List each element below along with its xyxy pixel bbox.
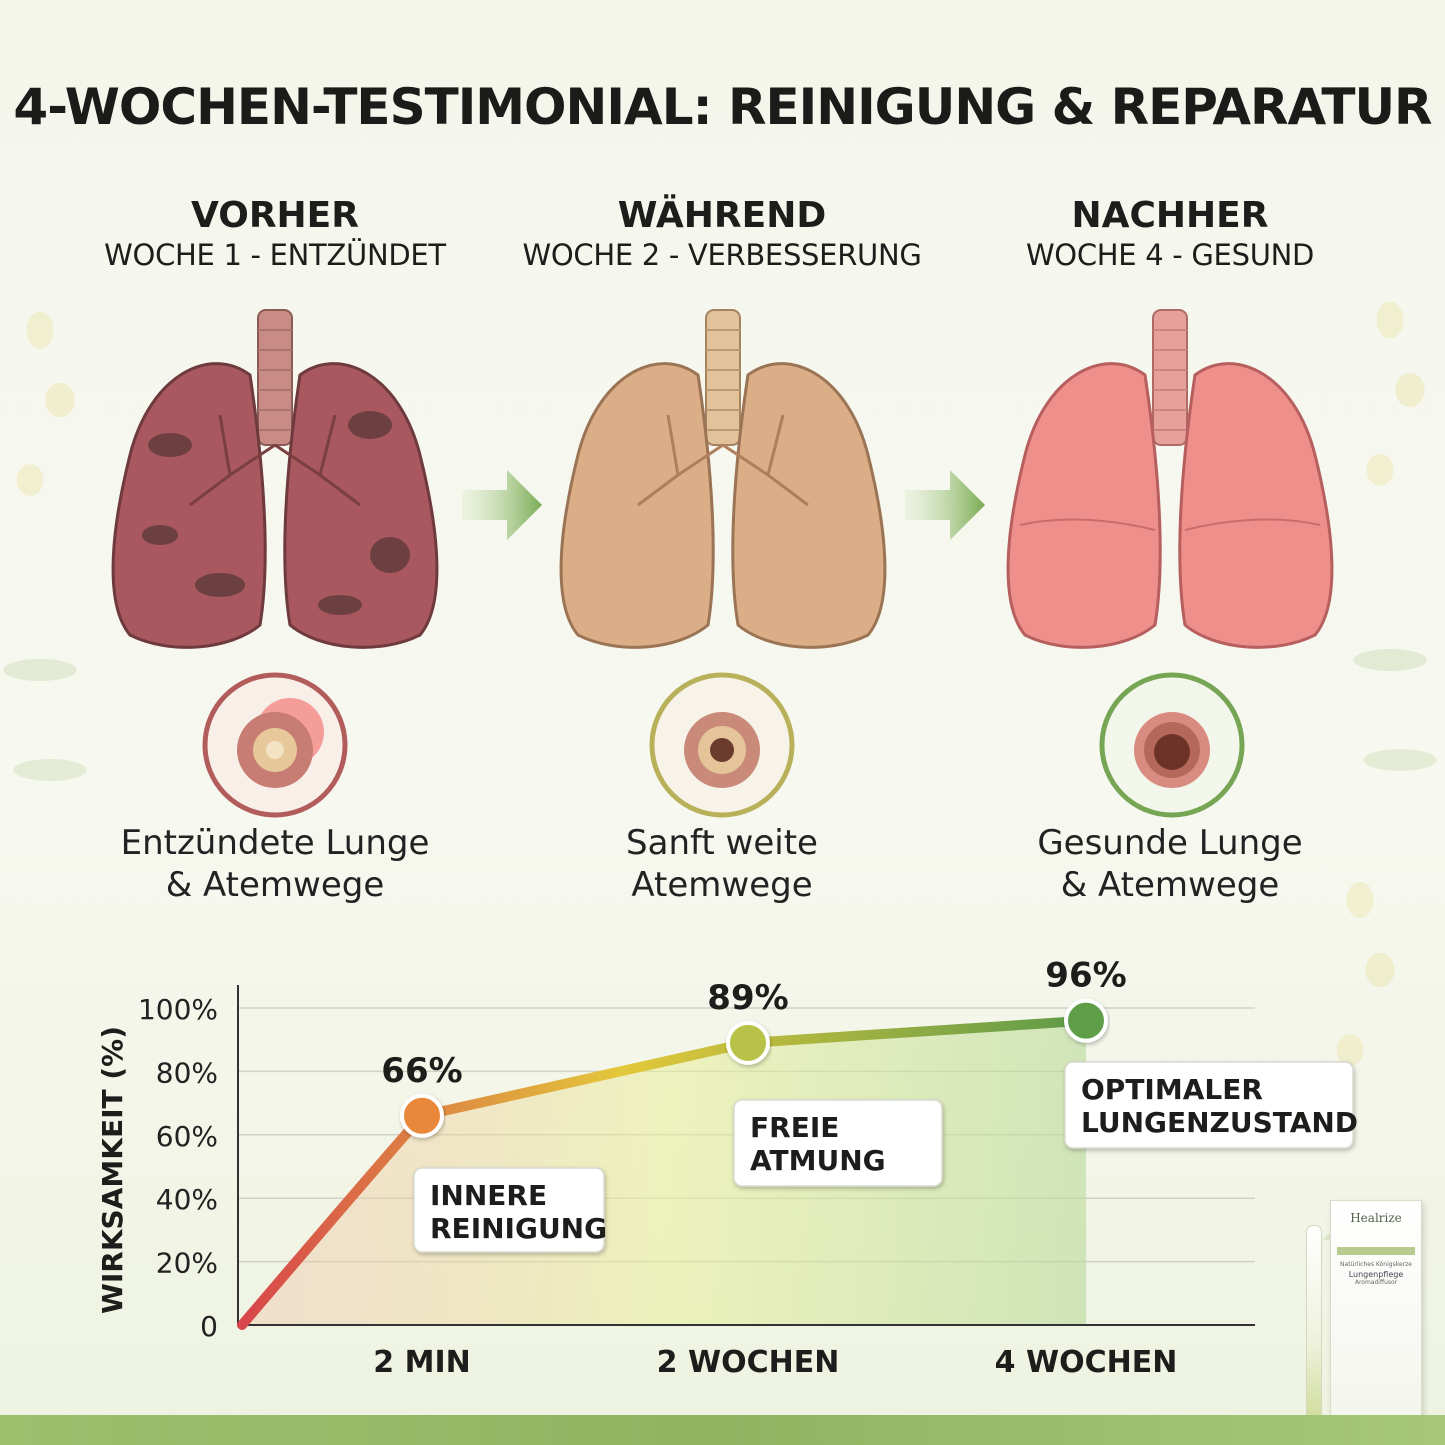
stage-subheading: WOCHE 4 - GESUND [1025, 238, 1315, 272]
x-tick-label: 2 MIN [373, 1345, 470, 1380]
airway-improving-icon [649, 672, 795, 818]
data-label: 66% [381, 1051, 462, 1091]
y-tick-label: 40% [156, 1183, 218, 1216]
product-line3: Aromadiffusor [1354, 1279, 1398, 1286]
y-tick-label: 80% [156, 1056, 218, 1089]
callout-text: OPTIMALER [1081, 1073, 1263, 1106]
stage-heading: NACHHER [1071, 195, 1269, 236]
bottom-band [0, 1415, 1445, 1445]
lung-illustration-inflamed [111, 309, 439, 649]
data-point [400, 1093, 444, 1138]
arrow-right-icon [905, 470, 985, 540]
x-tick-label: 4 WOCHEN [995, 1345, 1178, 1380]
lung-illustration-healthy [1006, 309, 1334, 649]
decorative-plant-right-lower [1300, 820, 1430, 1240]
callout-box [1064, 1061, 1354, 1149]
product-band [1337, 1247, 1415, 1255]
caption-line: Sanft weite [626, 823, 818, 863]
product-brand: Healrize [1350, 1211, 1402, 1225]
stage-caption-during: Sanft weite Atemwege [502, 822, 942, 906]
stage-before-header: VORHER WOCHE 1 - ENTZÜNDET [55, 195, 495, 273]
product-line1: Natürliches Königskerze [1340, 1261, 1412, 1268]
stage-caption-after: Gesunde Lunge & Atemwege [950, 822, 1390, 906]
callout-text: REINIGUNG [430, 1212, 607, 1245]
callout-text: LUNGENZUSTAND [1081, 1106, 1358, 1139]
y-tick-label: 100% [138, 993, 218, 1026]
caption-line: & Atemwege [1060, 865, 1280, 905]
callout-text: FREIE [750, 1111, 839, 1144]
stage-heading: WÄHREND [617, 195, 827, 236]
decorative-plant-right [1330, 240, 1445, 940]
callout-text: ATMUNG [750, 1144, 886, 1177]
stage-during-header: WÄHREND WOCHE 2 - VERBESSERUNG [502, 195, 942, 273]
y-tick-label: 60% [156, 1120, 218, 1153]
data-point [1064, 998, 1108, 1043]
y-tick-label: 0 [200, 1310, 218, 1343]
product-image: Healrize Natürliches Königskerze Lungenp… [1300, 1195, 1425, 1427]
product-box: Healrize Natürliches Königskerze Lungenp… [1330, 1200, 1422, 1427]
product-line2: Lungenpflege [1348, 1270, 1404, 1279]
decorative-plant-left [0, 250, 110, 950]
stage-caption-before: Entzündete Lunge & Atemwege [55, 822, 495, 906]
stage-subheading: WOCHE 2 - VERBESSERUNG [522, 238, 922, 272]
caption-line: Atemwege [631, 865, 813, 905]
callout-box [413, 1167, 605, 1253]
data-label: 89% [707, 978, 788, 1018]
airway-inflamed-icon [202, 672, 348, 818]
stage-subheading: WOCHE 1 - ENTZÜNDET [104, 238, 446, 272]
stage-after-header: NACHHER WOCHE 4 - GESUND [950, 195, 1390, 273]
airway-healthy-icon [1099, 672, 1245, 818]
x-tick-label: 2 WOCHEN [657, 1345, 840, 1380]
arrow-right-icon [462, 470, 542, 540]
data-point [726, 1020, 770, 1065]
caption-line: Entzündete Lunge [120, 823, 430, 863]
y-axis-label: WIRKSAMKEIT (%) [96, 1026, 129, 1314]
stage-heading: VORHER [191, 195, 359, 236]
page-title: 4-WOCHEN-TESTIMONIAL: REINIGUNG & REPARA… [13, 78, 1432, 136]
caption-line: Gesunde Lunge [1037, 823, 1303, 863]
data-label: 96% [1045, 956, 1126, 996]
lung-illustration-improving [559, 309, 887, 649]
caption-line: & Atemwege [165, 865, 385, 905]
callout-box [733, 1099, 943, 1187]
y-tick-label: 20% [156, 1247, 218, 1280]
callout-text: INNERE [430, 1179, 547, 1212]
diffuser-stick [1306, 1225, 1322, 1422]
